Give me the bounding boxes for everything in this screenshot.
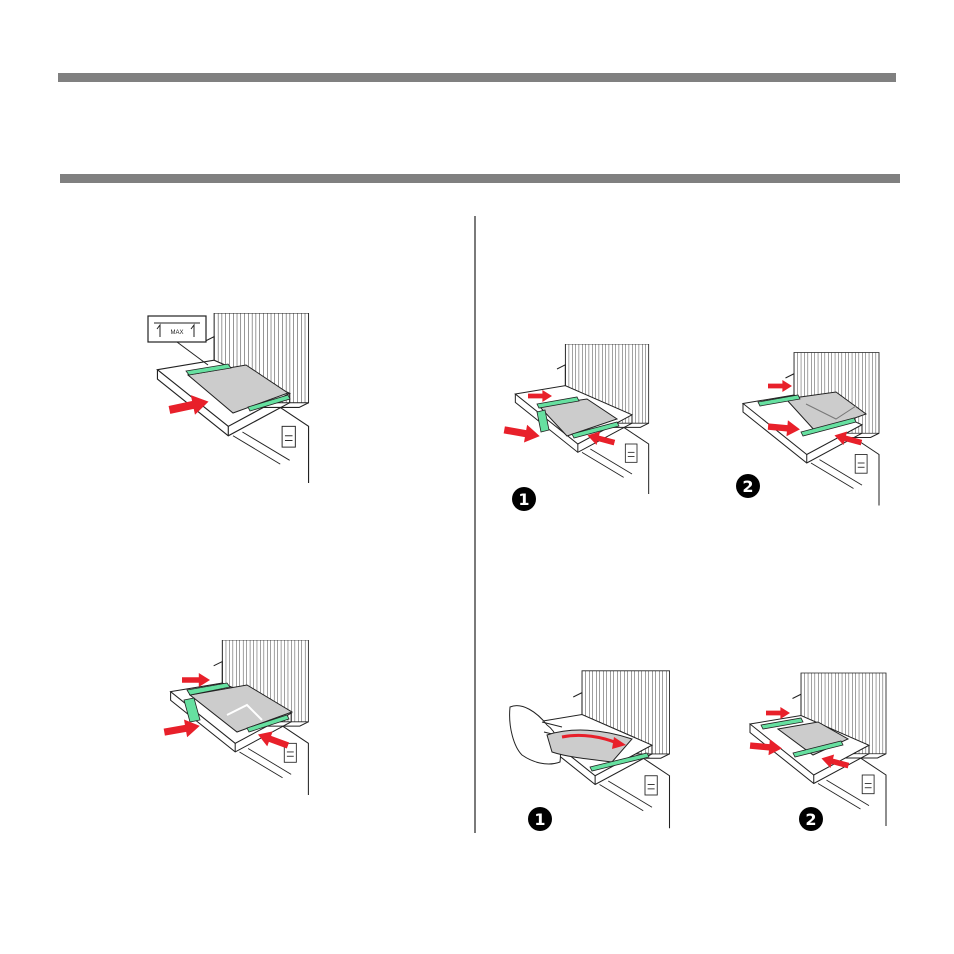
step-one-text-b: 1 xyxy=(534,810,545,829)
header-bottom-rule xyxy=(60,174,900,183)
figure-envelope-step1: 1 xyxy=(497,344,667,516)
figure-stack-step1: 1 xyxy=(502,667,687,837)
figure-stack-step2: 2 xyxy=(733,667,903,837)
figure-max-load: MAX xyxy=(138,313,328,483)
header-top-rule xyxy=(58,73,896,82)
figure-envelope-loaded xyxy=(152,640,327,795)
step-two-text: 2 xyxy=(742,477,753,496)
max-label: MAX xyxy=(170,330,183,336)
figure-envelope-step2: 2 xyxy=(726,344,896,516)
column-divider xyxy=(474,216,476,833)
step-two-text-b: 2 xyxy=(805,810,816,829)
step-one-text: 1 xyxy=(518,490,529,509)
